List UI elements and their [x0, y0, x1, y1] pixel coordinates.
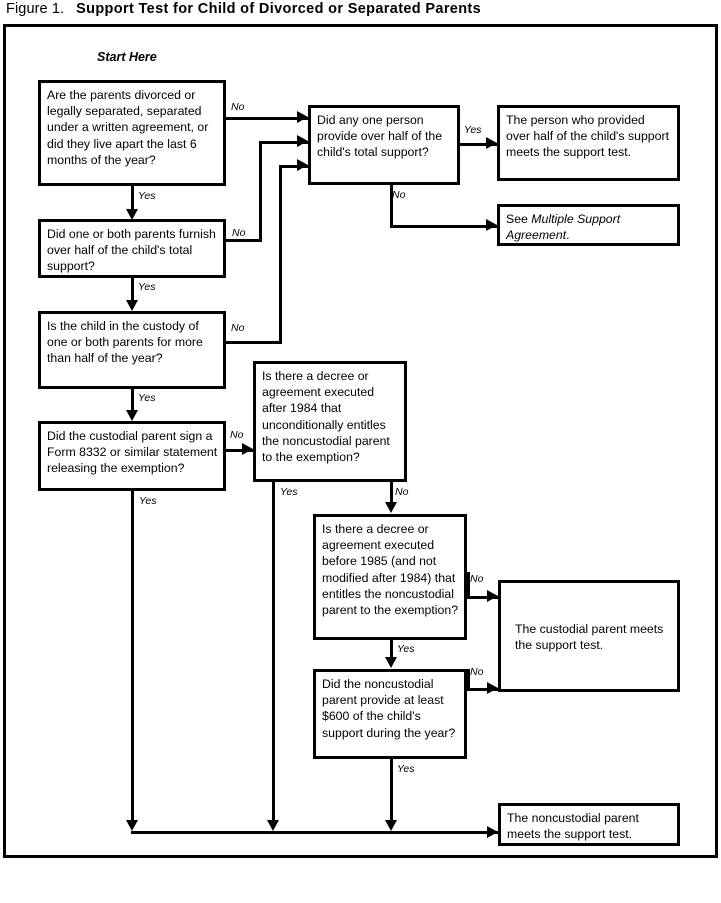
- edge-q6-no-line: [390, 482, 393, 502]
- node-text: See Multiple Support Agreement.: [506, 211, 672, 243]
- edge-label-q2-yes: Yes: [138, 281, 156, 293]
- edge-q2-no-line-h2: [259, 141, 308, 144]
- edge-q5-no-line-v: [390, 185, 393, 228]
- node-text: Did the custodial parent sign a Form 833…: [47, 429, 218, 476]
- edge-label-q7-no: No: [470, 573, 484, 585]
- edge-q3-no-line-h2: [279, 165, 308, 168]
- node-did-custodial-sign-form-8332[interactable]: Did the custodial parent sign a Form 833…: [38, 421, 226, 491]
- edge-q8-yes-line: [390, 759, 393, 821]
- edge-label-q6-no: No: [395, 486, 409, 498]
- node-text: Is there a decree or agreement executed …: [262, 369, 390, 465]
- edge-q5-no-arrowhead: [486, 219, 497, 231]
- edge-q3-no-line-v: [279, 165, 282, 344]
- node-text: Is the child in the custody of one or bo…: [47, 319, 203, 366]
- node-text: Did the noncustodial parent provide at l…: [322, 677, 456, 740]
- figure-number: Figure 1.: [6, 1, 65, 17]
- edge-q4-no-arrowhead: [242, 443, 253, 455]
- edge-q2-yes-line: [131, 278, 134, 300]
- see-prefix: See: [506, 212, 532, 226]
- node-text: Did any one person provide over half of …: [317, 113, 443, 160]
- node-decree-after-1984[interactable]: Is there a decree or agreement executed …: [253, 361, 407, 482]
- edge-q4-no-line: [226, 449, 253, 452]
- edge-q1-no-arrowhead: [297, 111, 308, 123]
- edge-q4-yes-line: [131, 491, 134, 821]
- edge-q2-yes-arrowhead: [126, 300, 138, 311]
- edge-q8-no-line-v: [467, 669, 470, 691]
- edge-label-q6-yes: Yes: [280, 486, 298, 498]
- edge-label-q3-yes: Yes: [138, 392, 156, 404]
- edge-q3-no-arrowhead: [297, 159, 308, 171]
- edge-q2-no-line-h1: [226, 239, 262, 242]
- node-text: The noncustodial parent meets the suppor…: [507, 811, 639, 842]
- edge-q7-yes-arrowhead: [385, 657, 397, 668]
- edge-q6-yes-arrowhead: [267, 820, 279, 831]
- edge-q6-yes-line: [272, 482, 275, 821]
- edge-q7-no-arrowhead: [487, 590, 498, 602]
- node-text: Is there a decree or agreement executed …: [322, 522, 459, 618]
- node-did-any-one-person-provide-half[interactable]: Did any one person provide over half of …: [308, 105, 460, 185]
- edge-q1-yes-arrowhead: [126, 209, 138, 220]
- bottom-bus-line: [131, 831, 498, 834]
- edge-label-q3-no: No: [231, 322, 245, 334]
- node-decree-before-1985[interactable]: Is there a decree or agreement executed …: [313, 514, 467, 640]
- edge-q7-no-line-v: [467, 572, 470, 599]
- multiple-support-agreement-italic: Multiple Support Agreement: [506, 212, 621, 243]
- edge-q5-yes-line: [460, 143, 497, 146]
- edge-q7-yes-line: [390, 640, 393, 658]
- edge-label-q4-yes: Yes: [139, 495, 157, 507]
- edge-label-q8-yes: Yes: [397, 763, 415, 775]
- edge-q6-no-arrowhead: [385, 502, 397, 513]
- node-custodial-meets-support-test[interactable]: The custodial parent meets the support t…: [498, 580, 680, 692]
- edge-q5-yes-arrowhead: [486, 137, 497, 149]
- edge-q7-no-line-h: [467, 596, 498, 599]
- edge-q5-no-line-h: [390, 225, 497, 228]
- node-person-meets-support-test[interactable]: The person who provided over half of the…: [497, 105, 680, 181]
- edge-label-q2-no: No: [232, 227, 246, 239]
- node-is-child-in-custody[interactable]: Is the child in the custody of one or bo…: [38, 311, 226, 389]
- bottom-bus-arrowhead: [487, 826, 498, 838]
- node-text: Are the parents divorced or legally sepa…: [47, 88, 209, 167]
- start-here-label: Start Here: [97, 50, 157, 64]
- node-did-parents-furnish-half[interactable]: Did one or both parents furnish over hal…: [38, 219, 226, 278]
- edge-label-q7-yes: Yes: [397, 643, 415, 655]
- edge-q1-no-line: [226, 117, 308, 120]
- edge-label-q1-yes: Yes: [138, 190, 156, 202]
- node-noncustodial-provided-600[interactable]: Did the noncustodial parent provide at l…: [313, 669, 467, 759]
- edge-q8-no-arrowhead: [487, 682, 498, 694]
- figure-title: Figure 1. Support Test for Child of Divor…: [6, 1, 481, 21]
- node-are-parents-divorced[interactable]: Are the parents divorced or legally sepa…: [38, 80, 226, 186]
- edge-q3-yes-line: [131, 389, 134, 411]
- edge-label-q4-no: No: [230, 429, 244, 441]
- edge-label-q8-no: No: [470, 666, 484, 678]
- edge-q3-no-line-h1: [226, 341, 282, 344]
- edge-q2-no-line-v: [259, 141, 262, 242]
- node-noncustodial-meets-support-test[interactable]: The noncustodial parent meets the suppor…: [498, 803, 680, 846]
- edge-q2-no-arrowhead: [297, 135, 308, 147]
- figure-title-text: Support Test for Child of Divorced or Se…: [76, 1, 482, 17]
- edge-label-q5-no: No: [392, 189, 406, 201]
- edge-q4-yes-arrowhead: [126, 820, 138, 831]
- edge-label-q5-yes: Yes: [464, 124, 482, 136]
- edge-label-q1-no: No: [231, 101, 245, 113]
- node-text: Did one or both parents furnish over hal…: [47, 227, 216, 274]
- edge-q8-no-line-h: [467, 688, 498, 691]
- node-text: The person who provided over half of the…: [506, 113, 669, 160]
- edge-q1-yes-line: [131, 186, 134, 211]
- node-see-multiple-support-agreement[interactable]: See Multiple Support Agreement.: [497, 204, 680, 246]
- edge-q8-yes-arrowhead: [385, 820, 397, 831]
- see-suffix: .: [566, 228, 570, 243]
- node-text: The custodial parent meets the support t…: [515, 621, 664, 652]
- edge-q3-yes-arrowhead: [126, 410, 138, 421]
